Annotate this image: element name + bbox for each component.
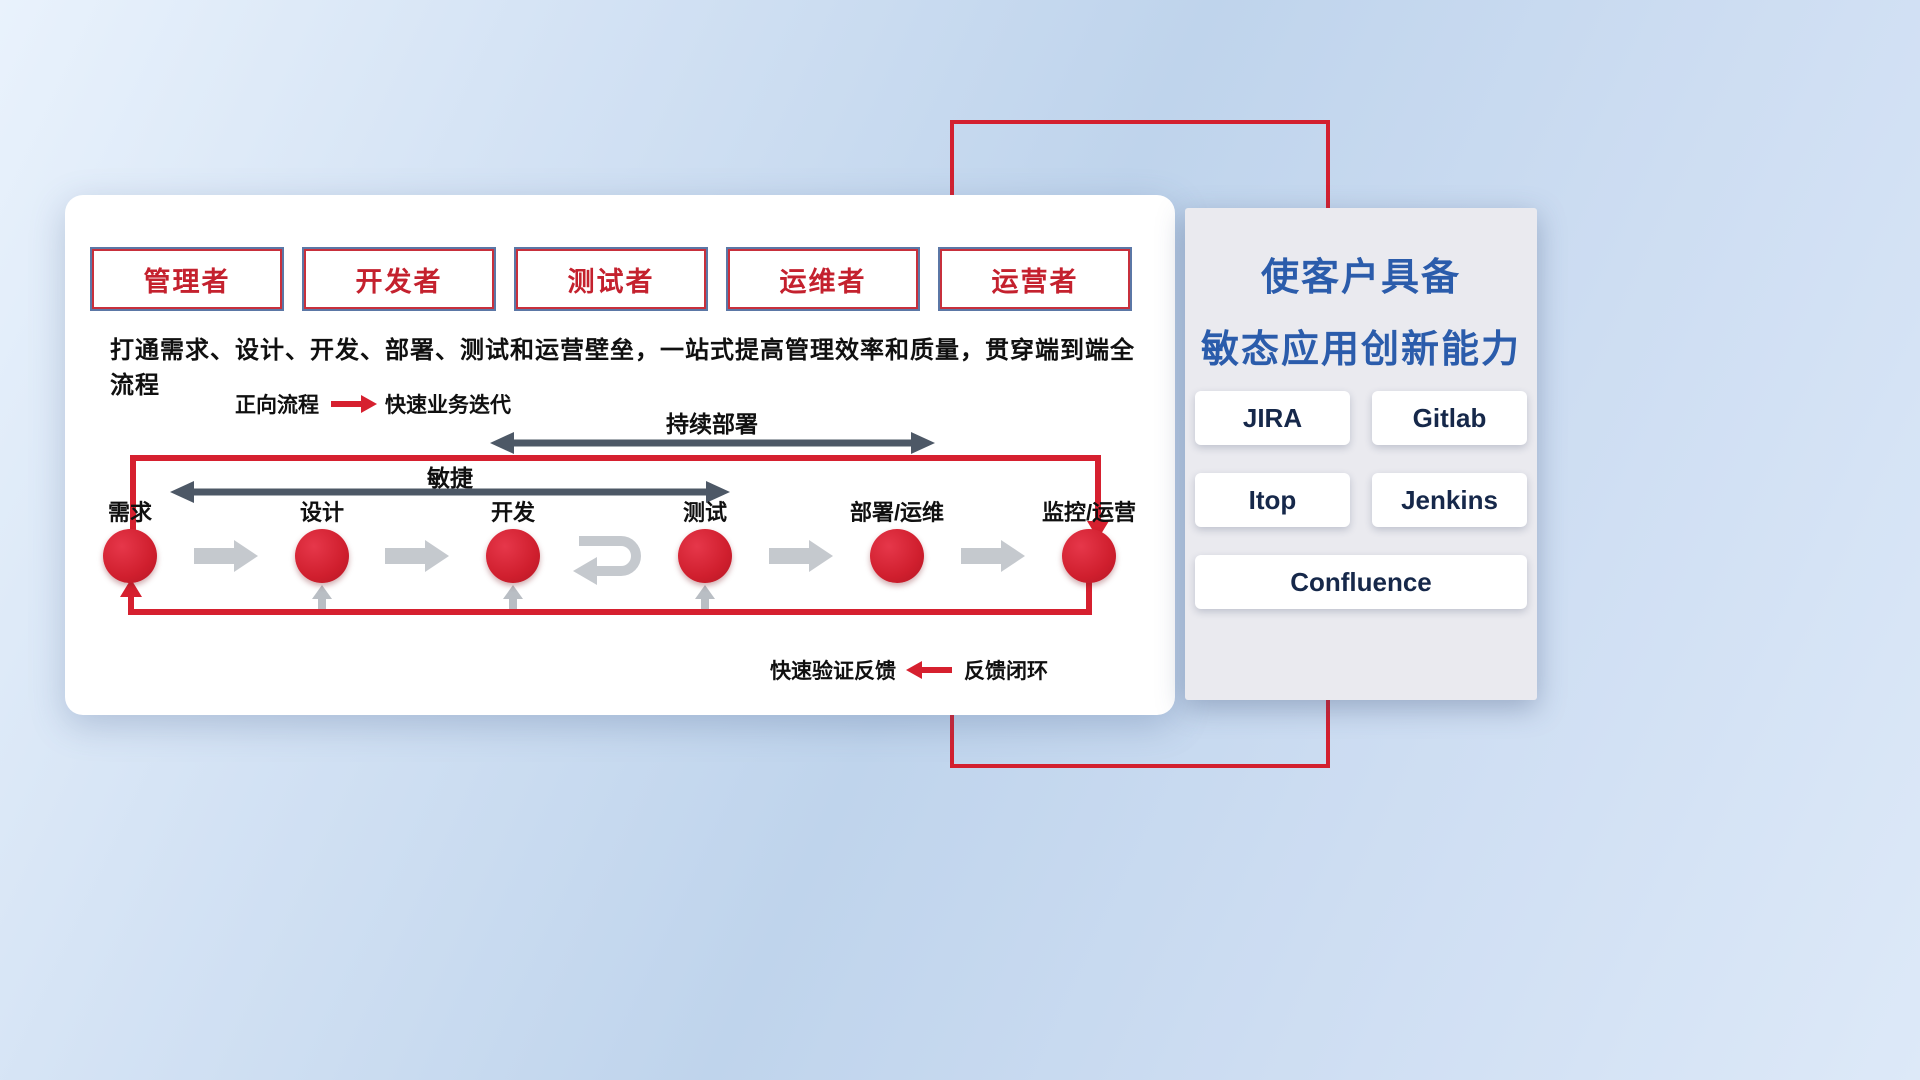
flow-description: 打通需求、设计、开发、部署、测试和运营壁垒，一站式提高管理效率和质量，贯穿端到端… [110,337,1135,399]
tool-jenkins: Jenkins [1372,473,1527,527]
step-arrow-icon [961,540,1025,572]
role-label: 测试者 [567,266,655,297]
node-circle-develop [486,529,540,583]
node-label-design: 设计 [299,500,344,525]
step-arrow-icon [194,540,258,572]
tool-jira: JIRA [1195,391,1350,445]
node-label-requirement: 需求 [107,500,152,525]
forward-legend: 正向流程 快速业务迭代 [235,389,511,419]
feedback-legend: 快速验证反馈 反馈闭环 [770,655,1048,685]
role-box-manager: 管理者 [90,247,284,311]
forward-arrow-icon [331,395,377,413]
node-label-develop: 开发 [490,500,535,525]
role-box-operator: 运营者 [938,247,1132,311]
role-label: 运维者 [779,266,867,297]
node-label-deploy-ops: 部署/运维 [849,500,945,525]
tools-grid: JIRA Gitlab Itop Jenkins Confluence [1195,391,1527,609]
tools-panel: 使客户具备 敏态应用创新能力 JIRA Gitlab Itop Jenkins … [1185,208,1537,700]
step-arrow-icon [385,540,449,572]
flow-card: 管理者 开发者 测试者 运维者 运营者 打通需求、设计、开发、部署、测试和运营壁… [65,195,1175,715]
node-circle-deploy-ops [870,529,924,583]
role-label: 开发者 [355,266,443,297]
feedback-legend-label: 快速验证反馈 [770,660,896,683]
tool-gitlab: Gitlab [1372,391,1527,445]
panel-title-line2: 敏态应用创新能力 [1200,329,1521,371]
agile-label: 敏捷 [427,465,473,491]
forward-legend-label: 正向流程 [235,394,319,417]
flow-lines-graphic [120,432,1109,615]
node-label-monitor-operate: 监控/运营 [1041,500,1137,525]
continuous-deploy-label: 持续部署 [666,411,758,437]
role-box-ops: 运维者 [726,247,920,311]
node-circle-design [295,529,349,583]
forward-legend-value: 快速业务迭代 [385,394,511,417]
node-label-test: 测试 [682,500,727,525]
role-box-tester: 测试者 [514,247,708,311]
role-label: 管理者 [143,266,231,297]
node-circle-requirement [103,529,157,583]
node-circle-test [678,529,732,583]
tool-itop: Itop [1195,473,1350,527]
feedback-arrow-icon [906,661,952,679]
node-circle-monitor-operate [1062,529,1116,583]
tool-confluence: Confluence [1195,555,1527,609]
role-row: 管理者 开发者 测试者 运维者 运营者 [90,247,1132,311]
role-label: 运营者 [991,266,1079,297]
step-arrow-icon [769,540,833,572]
feedback-legend-value: 反馈闭环 [964,660,1048,683]
panel-title-line1: 使客户具备 [1260,257,1461,299]
role-box-developer: 开发者 [302,247,496,311]
